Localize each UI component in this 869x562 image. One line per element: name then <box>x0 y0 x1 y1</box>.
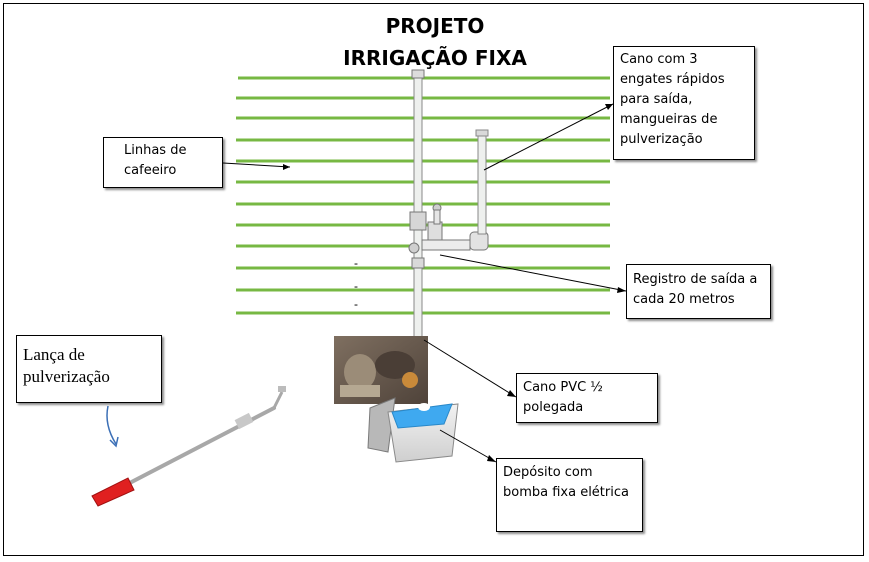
dash-mark: - <box>354 279 358 293</box>
label-cano-pvc: Cano PVC ½ polegada <box>516 373 658 423</box>
label-registro-saida: Registro de saída a cada 20 metros <box>626 264 771 319</box>
label-lanca: Lança de pulverização <box>16 335 162 403</box>
outlet-valve <box>408 203 489 269</box>
label-deposito: Depósito com bomba fixa elétrica <box>496 458 643 532</box>
label-linhas-cafeeiro: Linhas de cafeeiro <box>103 137 223 188</box>
spray-lance <box>91 386 286 507</box>
coffee-rows <box>236 76 610 315</box>
dash-mark: - <box>354 297 358 311</box>
leader-lines <box>222 103 627 463</box>
leader-arrowheads <box>283 104 626 462</box>
tank <box>367 397 459 463</box>
lance-arrow <box>106 405 119 448</box>
label-cano-engates: Cano com 3 engates rápidos para saída, m… <box>613 46 755 160</box>
title-line-2: IRRIGAÇÃO FIXA <box>343 46 527 70</box>
diagram-frame <box>3 3 864 556</box>
dash-mark: - <box>354 256 358 270</box>
riser-pipe <box>475 129 489 235</box>
title-line-1: PROJETO <box>385 14 485 38</box>
main-pvc-pipe <box>411 69 425 347</box>
pump-photo <box>334 336 428 404</box>
